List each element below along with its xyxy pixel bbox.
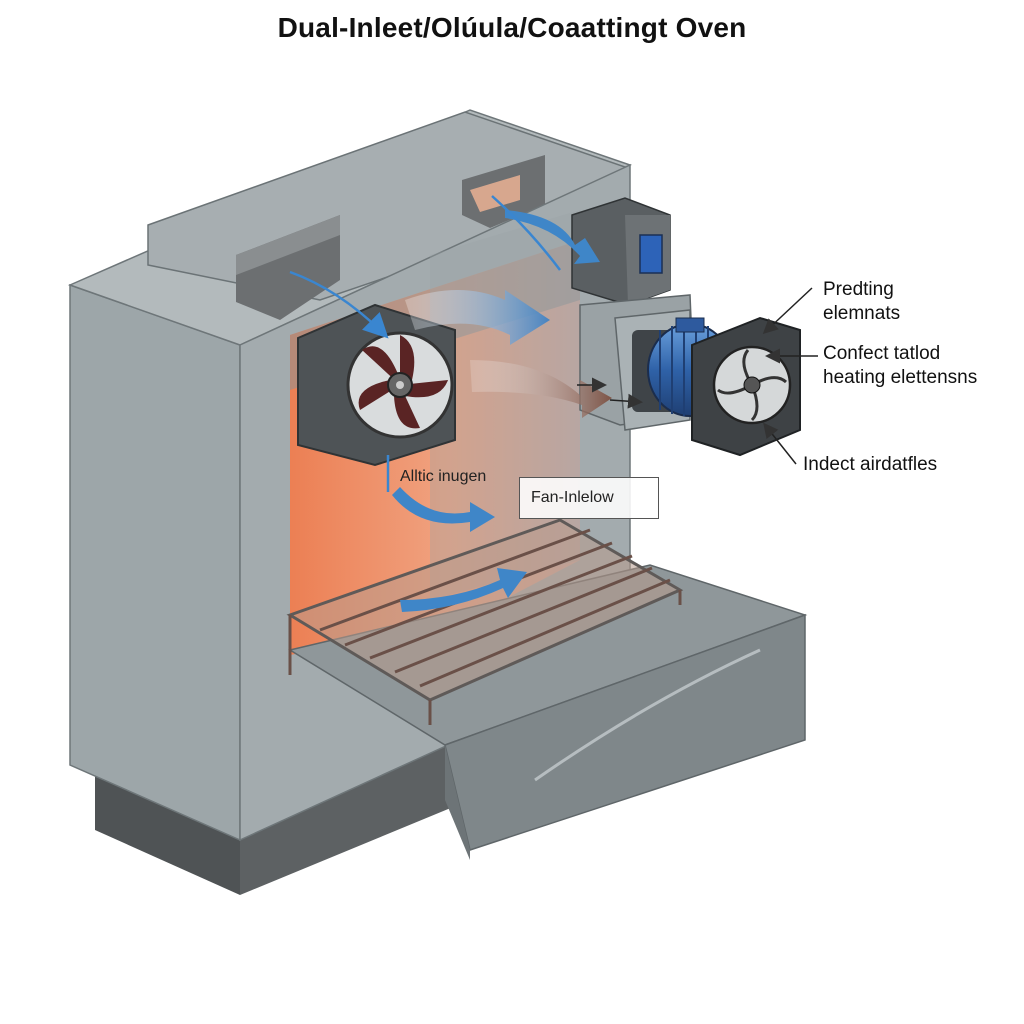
exhaust-fan-icon (691, 316, 801, 457)
top-duct-right (462, 155, 545, 228)
label-inner-caption: Alltic inugen (400, 468, 487, 485)
diagram-title: Dual-Inleet/Olúula/Coaattingt Oven (277, 12, 747, 43)
label-preheating-line-1: Predting (823, 279, 894, 300)
label-preheating-line-2: elemnats (823, 303, 901, 324)
label-convection-heating: Confect tatlod heating elettensns (823, 342, 977, 390)
circulation-fan-icon (297, 303, 456, 467)
oven-left-side (69, 283, 241, 842)
oven-base (95, 735, 470, 895)
label-convection-line-1: Confect tatlod (823, 343, 941, 364)
fan-inlet-label-box (519, 477, 659, 519)
airflow-arrow-icon (289, 195, 612, 612)
label-indirect-airflow: Indect airdatfles (803, 454, 938, 475)
label-preheating-elements: Predting elemnats (823, 278, 900, 326)
control-box-icon (571, 197, 671, 306)
top-duct-left (236, 215, 340, 320)
label-convection-line-2: heating elettensns (823, 367, 978, 388)
leader-lines (577, 287, 818, 465)
label-fan-inlet: Fan-Inlelow (531, 489, 614, 506)
drawer (288, 564, 808, 860)
